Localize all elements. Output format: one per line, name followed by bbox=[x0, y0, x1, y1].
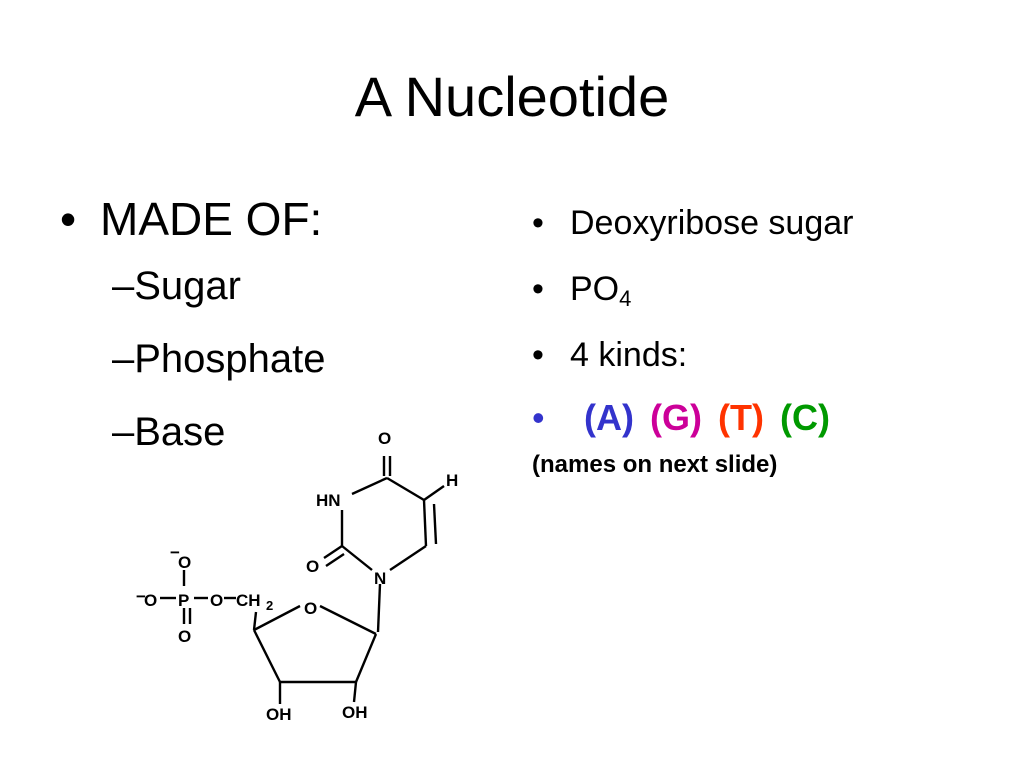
bases-row: • (A) (G) (T) (C) bbox=[532, 388, 1012, 448]
atom-label: CH bbox=[236, 591, 261, 610]
bond bbox=[323, 545, 343, 559]
atom-label: O bbox=[210, 591, 223, 610]
subscript: 4 bbox=[619, 286, 632, 311]
item-kinds: • 4 kinds: bbox=[532, 322, 1012, 388]
bond bbox=[354, 633, 378, 683]
bond bbox=[432, 503, 438, 545]
bond bbox=[319, 604, 377, 636]
base-t: (T) bbox=[718, 397, 764, 438]
bond bbox=[376, 583, 382, 633]
item-text: PO bbox=[570, 270, 620, 308]
bond bbox=[386, 476, 425, 502]
left-bullet-list: • MADE OF: –Sugar –Phosphate –Base bbox=[60, 188, 480, 469]
base-a: (A) bbox=[584, 397, 634, 438]
atom-label: O bbox=[306, 557, 319, 576]
bond bbox=[389, 545, 427, 571]
atom-label: 2 bbox=[266, 598, 273, 613]
bond bbox=[351, 476, 388, 496]
atom-label: O bbox=[178, 553, 191, 572]
bond bbox=[252, 629, 282, 683]
atom-label: H bbox=[446, 471, 458, 490]
bond bbox=[253, 604, 301, 632]
item-deoxyribose: • Deoxyribose sugar bbox=[532, 190, 1012, 256]
item-phosphate-formula: • PO4 bbox=[532, 256, 1012, 322]
base-c: (C) bbox=[779, 397, 830, 438]
bullet-icon: • bbox=[532, 270, 544, 308]
atom-label: − bbox=[170, 543, 180, 562]
atom-label: O bbox=[178, 627, 191, 646]
item-text: 4 kinds: bbox=[570, 336, 688, 374]
slide-title: A Nucleotide bbox=[354, 65, 670, 128]
nucleotide-structure-diagram: O H HN O N O CH 2 O P O − O − O OH OH bbox=[136, 429, 458, 724]
atom-label: N bbox=[374, 569, 386, 588]
bullet-icon: • bbox=[532, 336, 544, 374]
right-bullet-list: • Deoxyribose sugar • PO4 • 4 kinds: • (A) (… bbox=[532, 190, 1012, 482]
atom-label: − bbox=[136, 587, 146, 606]
bond bbox=[422, 499, 428, 547]
made-of-text: MADE OF: bbox=[100, 193, 323, 245]
atom-label: O bbox=[304, 599, 317, 618]
atom-label: O bbox=[378, 429, 391, 448]
bond bbox=[423, 485, 445, 501]
sub-item-base: –Base bbox=[112, 410, 226, 454]
atom-label: OH bbox=[342, 703, 368, 722]
made-of-heading: • MADE OF: bbox=[60, 188, 480, 250]
base-g: (G) bbox=[650, 397, 702, 438]
atom-label: HN bbox=[316, 491, 341, 510]
bullet-icon: • bbox=[532, 397, 545, 438]
bullet-icon: • bbox=[60, 193, 77, 245]
bond bbox=[341, 545, 373, 571]
atom-label: P bbox=[178, 591, 189, 610]
item-text: Deoxyribose sugar bbox=[570, 204, 854, 242]
atom-label: OH bbox=[266, 705, 292, 724]
sub-item-phosphate: –Phosphate bbox=[112, 337, 326, 381]
bond bbox=[352, 681, 358, 703]
atom-label: O bbox=[144, 591, 157, 610]
bond bbox=[325, 553, 345, 567]
names-note: (names on next slide) bbox=[532, 451, 778, 478]
bullet-icon: • bbox=[532, 204, 544, 242]
bond bbox=[252, 611, 258, 631]
sub-item-sugar: –Sugar bbox=[112, 264, 241, 308]
